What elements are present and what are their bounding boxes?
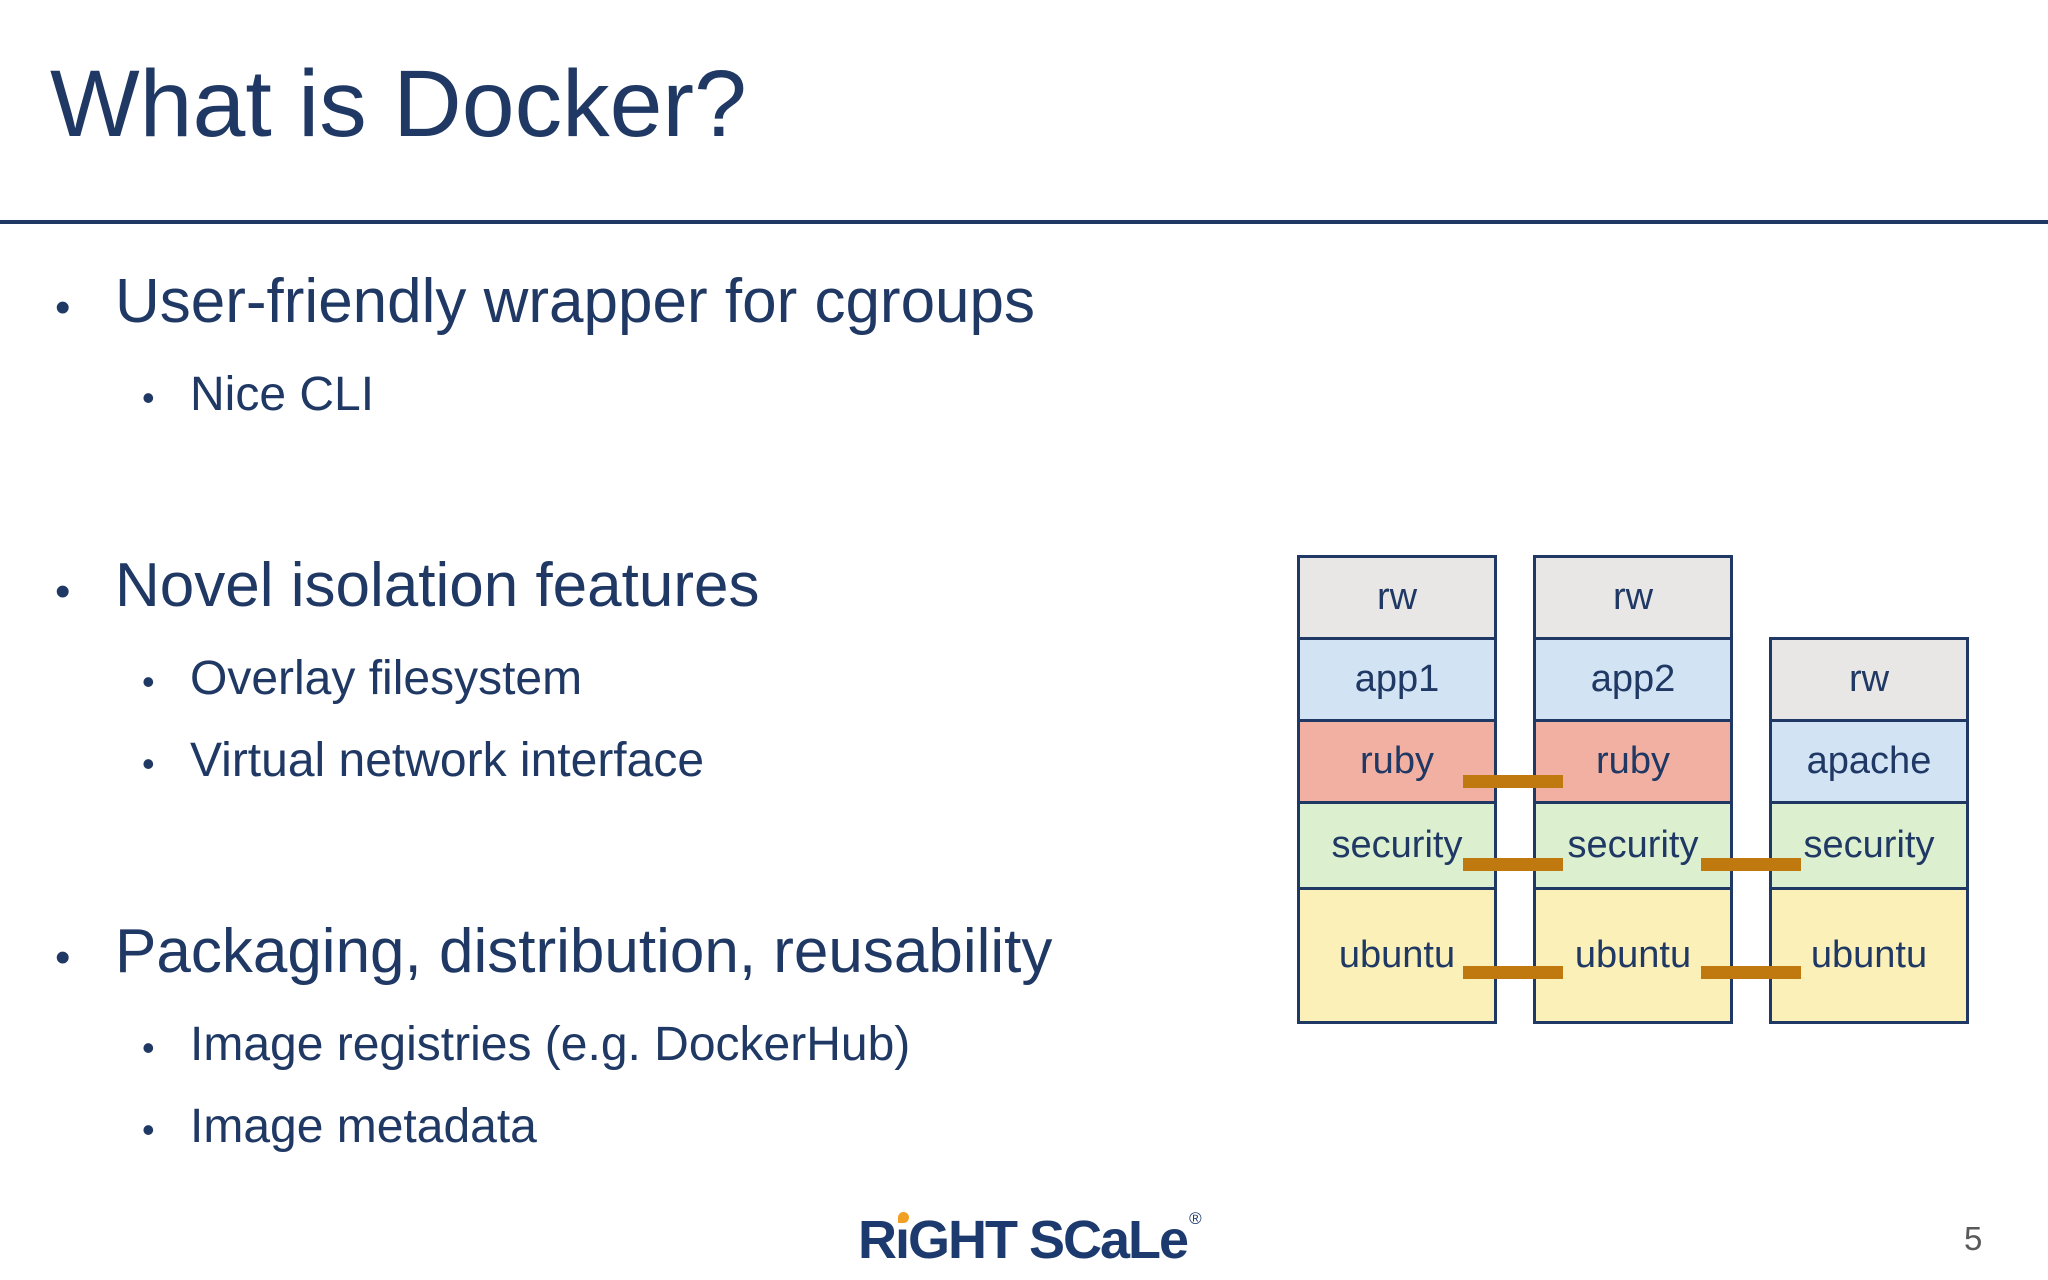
connector-ruby-stack1-stack2 [1463,775,1563,788]
connector-security-stack2-stack3 [1701,858,1801,871]
logo-text: GHT SCaLe [908,1210,1189,1270]
bullet-dot: • [142,1026,155,1068]
stack2-layer-ruby: ruby [1536,722,1730,804]
bullet-dot: • [142,376,155,418]
bullet-text: Packaging, distribution, reusability [115,917,1053,986]
sub-bullet-text: Image metadata [190,1099,537,1153]
logo-text: R [858,1210,897,1270]
sub-bullet-item: • Overlay filesystem [0,649,759,709]
bullet-dot: • [55,567,71,616]
bullet-dot: • [142,742,155,784]
stack2-layer-app2: app2 [1536,640,1730,722]
page-number: 5 [1964,1220,1983,1257]
title-divider [0,220,2048,224]
bullet-item: • Packaging, distribution, reusability [0,912,1052,993]
stack3-layer-apache: apache [1772,722,1966,804]
docker-layers-diagram: rw app1 ruby security ubuntu rw app2 rub… [1297,555,1972,1030]
registered-trademark-icon: ® [1189,1209,1202,1228]
page-title: What is Docker? [50,51,747,157]
bullet-group-cgroups: • User-friendly wrapper for cgroups • Ni… [0,262,1035,425]
sub-bullet-text: Virtual network interface [190,733,705,787]
sub-bullet-item: • Virtual network interface [0,731,759,791]
bullet-dot: • [142,1108,155,1150]
connector-ubuntu-stack2-stack3 [1701,966,1801,979]
bullet-dot: • [142,660,155,702]
image-stack-1: rw app1 ruby security ubuntu [1297,555,1497,1024]
sub-bullet-text: Nice CLI [190,367,375,421]
stack3-layer-rw: rw [1772,640,1966,722]
connector-security-stack1-stack2 [1463,858,1563,871]
sub-bullet-item: • Image metadata [0,1097,1052,1157]
stack2-layer-ubuntu: ubuntu [1536,890,1730,1021]
sub-bullet-item: • Image registries (e.g. DockerHub) [0,1015,1052,1075]
image-stack-2: rw app2 ruby security ubuntu [1533,555,1733,1024]
bullet-text: User-friendly wrapper for cgroups [115,267,1036,336]
stack1-layer-app1: app1 [1300,640,1494,722]
stack1-layer-ubuntu: ubuntu [1300,890,1494,1021]
sub-bullet-text: Image registries (e.g. DockerHub) [190,1017,911,1071]
bullet-item: • User-friendly wrapper for cgroups [0,262,1035,343]
stack1-layer-ruby: ruby [1300,722,1494,804]
sub-bullet-text: Overlay filesystem [190,651,583,705]
stack2-layer-security: security [1536,804,1730,890]
logo-i-dot-icon [898,1212,909,1223]
stack3-layer-security: security [1772,804,1966,890]
bullet-dot: • [55,933,71,982]
bullet-group-isolation: • Novel isolation features • Overlay fil… [0,546,759,791]
connector-ubuntu-stack1-stack2 [1463,966,1563,979]
bullet-group-packaging: • Packaging, distribution, reusability •… [0,912,1052,1157]
logo-letter-i: ı [895,1210,910,1270]
image-stack-3: rw apache security ubuntu [1769,637,1969,1024]
bullet-item: • Novel isolation features [0,546,759,627]
sub-bullet-item: • Nice CLI [0,365,1035,425]
stack3-layer-ubuntu: ubuntu [1772,890,1966,1021]
stack1-layer-security: security [1300,804,1494,890]
bullet-dot: • [55,283,71,332]
bullet-text: Novel isolation features [115,551,760,620]
stack2-layer-rw: rw [1536,558,1730,640]
stack1-layer-rw: rw [1300,558,1494,640]
